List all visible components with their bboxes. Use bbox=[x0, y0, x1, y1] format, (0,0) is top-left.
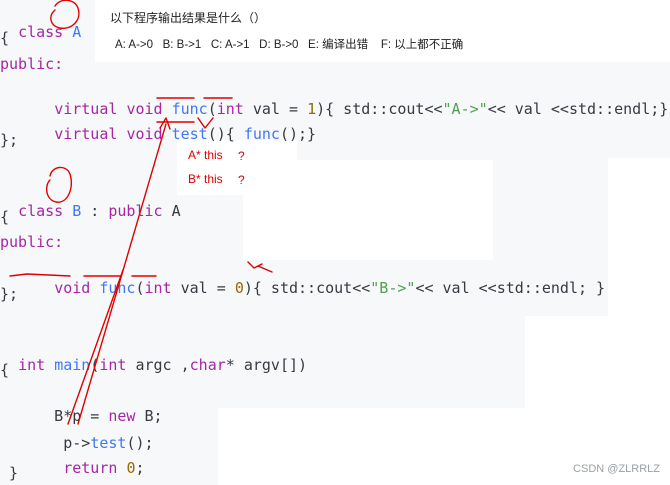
code-text: (); bbox=[126, 434, 154, 452]
annotation-q1: ? bbox=[238, 149, 245, 163]
keyword: void bbox=[126, 125, 163, 143]
annotation-a-this: A* this bbox=[188, 148, 223, 162]
code-text: << val <<std::endl; } bbox=[415, 279, 606, 297]
function-name: func bbox=[243, 125, 280, 143]
code-text: ; bbox=[135, 459, 145, 477]
code-text bbox=[18, 125, 54, 143]
code-line-12: }; bbox=[0, 284, 18, 304]
code-line-10: public: bbox=[0, 232, 63, 252]
code-text: }; bbox=[0, 131, 19, 149]
code-text bbox=[63, 202, 72, 220]
keyword: void bbox=[126, 100, 163, 118]
keyword: class bbox=[18, 23, 64, 41]
code-line-14: int main(int argc ,char* argv[]) bbox=[0, 335, 307, 375]
code-text: } bbox=[0, 464, 19, 482]
number-literal: 0 bbox=[126, 459, 136, 477]
class-name: B bbox=[72, 202, 82, 220]
keyword: int bbox=[144, 279, 172, 297]
code-line-19: } bbox=[0, 463, 18, 483]
code-line-3: public: bbox=[0, 54, 63, 74]
code-line-5: virtual void test(){ func();} bbox=[0, 104, 316, 144]
keyword: int bbox=[216, 100, 244, 118]
keyword: void bbox=[54, 279, 91, 297]
keyword: virtual bbox=[54, 125, 118, 143]
number-literal: 1 bbox=[307, 100, 317, 118]
number-literal: 0 bbox=[234, 279, 244, 297]
question-title: 以下程序输出结果是什么（） bbox=[110, 11, 267, 25]
code-text bbox=[18, 279, 54, 297]
code-text: * argv[]) bbox=[225, 356, 308, 374]
code-line-11: void func(int val = 0){ std::cout<<"B->"… bbox=[0, 258, 605, 298]
keyword: public: bbox=[0, 233, 64, 251]
string-literal: "B->" bbox=[370, 279, 416, 297]
code-text: ){ std::cout<< bbox=[243, 279, 371, 297]
code-line-6: }; bbox=[0, 130, 18, 150]
code-text: (){ bbox=[207, 125, 244, 143]
watermark: CSDN @ZLRRLZ bbox=[573, 463, 660, 475]
code-text: ){ std::cout<< bbox=[316, 100, 443, 118]
keyword: int bbox=[18, 356, 46, 374]
code-line-8: class B : public A bbox=[0, 181, 181, 221]
code-line-2: { bbox=[0, 28, 9, 48]
function-name: func bbox=[171, 100, 208, 118]
function-name: main bbox=[54, 356, 91, 374]
code-text: val = bbox=[171, 279, 235, 297]
code-text bbox=[45, 356, 54, 374]
code-line-15: { bbox=[0, 360, 9, 380]
keyword: return bbox=[63, 459, 118, 477]
code-text bbox=[63, 23, 72, 41]
code-text: { bbox=[0, 361, 10, 379]
function-name: test bbox=[90, 434, 127, 452]
code-text: ();} bbox=[279, 125, 317, 143]
code-line-4: virtual void func(int val = 1){ std::cou… bbox=[0, 79, 668, 119]
code-text: << val <<std::endl;} bbox=[487, 100, 669, 118]
code-line-1: class A bbox=[0, 2, 81, 42]
code-line-18: return 0; bbox=[0, 438, 145, 478]
code-text: ( bbox=[207, 100, 217, 118]
keyword: public bbox=[108, 202, 163, 220]
code-text: }; bbox=[0, 285, 19, 303]
code-text bbox=[163, 125, 172, 143]
code-line-9: { bbox=[0, 207, 9, 227]
code-text: p-> bbox=[18, 434, 91, 452]
annotation-q2: ? bbox=[238, 173, 245, 187]
keyword: int bbox=[99, 356, 127, 374]
keyword: virtual bbox=[54, 100, 118, 118]
code-line-17: p->test(); bbox=[0, 413, 154, 453]
code-text: ( bbox=[135, 279, 145, 297]
function-name: func bbox=[99, 279, 136, 297]
code-text bbox=[90, 279, 99, 297]
code-text: : bbox=[81, 202, 109, 220]
question-panel bbox=[95, 0, 670, 62]
code-text: val = bbox=[243, 100, 308, 118]
function-name: test bbox=[171, 125, 208, 143]
keyword: public: bbox=[0, 55, 64, 73]
code-text: argc , bbox=[126, 356, 190, 374]
keyword: char bbox=[189, 356, 226, 374]
blank-panel-2 bbox=[177, 140, 297, 195]
code-text: { bbox=[0, 29, 10, 47]
code-text: ( bbox=[90, 356, 100, 374]
string-literal: "A->" bbox=[442, 100, 488, 118]
class-name: A bbox=[72, 23, 82, 41]
code-text: { bbox=[0, 208, 10, 226]
code-text bbox=[18, 459, 63, 477]
question-options: A: A->0 B: B->1 C: A->1 D: B->0 E: 编译出错 … bbox=[115, 39, 464, 51]
annotation-b-this: B* this bbox=[188, 172, 223, 186]
code-text: A bbox=[162, 202, 181, 220]
keyword: class bbox=[18, 202, 64, 220]
